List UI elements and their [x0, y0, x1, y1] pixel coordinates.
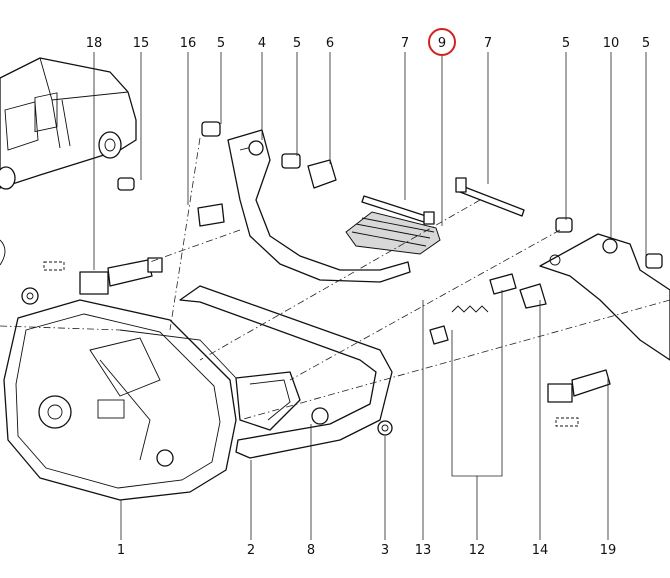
bolts: [361, 177, 525, 225]
grommet-part-3: [377, 420, 393, 436]
callout-4: 4: [258, 36, 266, 51]
callout-5-a: 5: [217, 36, 225, 51]
callout-8: 8: [307, 543, 315, 558]
callout-13: 13: [415, 543, 432, 558]
callout-2: 2: [247, 543, 255, 558]
callout-5-d: 5: [642, 36, 650, 51]
pedal-box-housing: [3, 287, 237, 501]
clip-part-15: [117, 177, 135, 191]
bushings: [117, 121, 663, 436]
callout-7-a: 7: [401, 36, 409, 51]
mount-bracket: [235, 371, 301, 431]
callout-10: 10: [603, 36, 620, 51]
bushing-part-5-b: [281, 153, 301, 169]
clip-part-16: [197, 203, 225, 227]
grommet-part-8: [311, 407, 329, 425]
bushing-part-5-d: [645, 253, 663, 269]
callout-1: 1: [117, 543, 125, 558]
callout-19: 19: [600, 543, 617, 558]
highlight-circle: [428, 28, 456, 56]
van-illustration: [0, 57, 137, 266]
callout-7-b: 7: [484, 36, 492, 51]
callout-3: 3: [381, 543, 389, 558]
part-13: [429, 325, 449, 345]
callout-18: 18: [86, 36, 103, 51]
bushing-part-5-c: [555, 217, 573, 233]
pedal-right: [539, 233, 670, 361]
part-14: [519, 283, 547, 309]
bolt-7-right: [459, 185, 525, 217]
callout-9: 9: [438, 36, 446, 51]
callout-15: 15: [133, 36, 150, 51]
sleeve-part-6: [307, 159, 337, 189]
bottom-callouts: 1 2 8 3 13 12 14 19: [117, 543, 616, 558]
callout-16: 16: [180, 36, 197, 51]
callout-14: 14: [532, 543, 549, 558]
switch-part-18: [43, 257, 163, 295]
spring-assembly: [429, 273, 547, 345]
leader-lines: [0, 52, 670, 540]
callout-5-c: 5: [562, 36, 570, 51]
callout-12: 12: [469, 543, 486, 558]
top-callouts: 18 15 16 5 4 5 6 7 9 7 5 10 5: [86, 36, 650, 51]
pedal-left: [227, 129, 411, 283]
switch-part-19: [547, 369, 611, 427]
callout-5-b: 5: [293, 36, 301, 51]
bushing-part-5-a: [201, 121, 221, 137]
callout-6: 6: [326, 36, 334, 51]
pedal-pad: [345, 211, 441, 255]
gasket: [179, 285, 393, 459]
